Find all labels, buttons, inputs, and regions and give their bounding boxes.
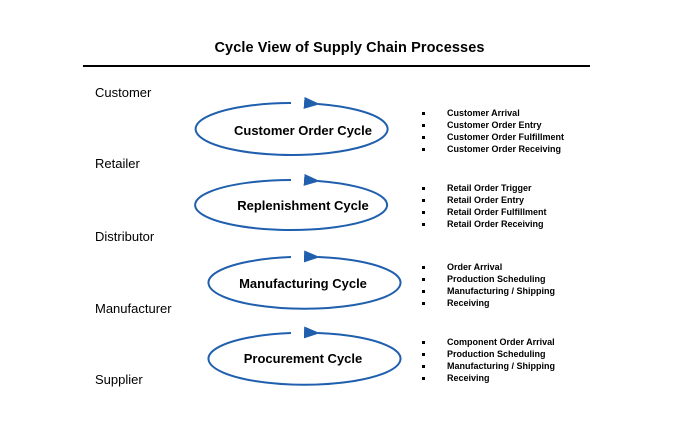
- cycle-arrow-replenishment: [194, 173, 389, 231]
- bullet-icon: [422, 278, 425, 281]
- bullet-icon: [422, 211, 425, 214]
- step-label: Receiving: [447, 298, 490, 308]
- manufacturing-steps: Order Arrival Production Scheduling Manu…: [418, 261, 555, 309]
- step-item: Customer Arrival: [418, 107, 564, 119]
- bullet-icon: [422, 365, 425, 368]
- stage-retailer: Retailer: [95, 156, 140, 171]
- cycle-label-replenishment: Replenishment Cycle: [237, 198, 369, 213]
- step-label: Component Order Arrival: [447, 337, 555, 347]
- step-item: Receiving: [418, 372, 555, 384]
- procurement-steps: Component Order Arrival Production Sched…: [418, 336, 555, 384]
- step-item: Retail Order Trigger: [418, 182, 547, 194]
- step-label: Production Scheduling: [447, 349, 546, 359]
- step-item: Order Arrival: [418, 261, 555, 273]
- bullet-icon: [422, 124, 425, 127]
- step-label: Retail Order Receiving: [447, 219, 544, 229]
- bullet-icon: [422, 199, 425, 202]
- bullet-icon: [422, 377, 425, 380]
- bullet-icon: [422, 148, 425, 151]
- cycle-arrow-manufacturing: [207, 250, 402, 310]
- bullet-icon: [422, 136, 425, 139]
- step-item: Production Scheduling: [418, 273, 555, 285]
- step-label: Manufacturing / Shipping: [447, 361, 555, 371]
- step-item: Production Scheduling: [418, 348, 555, 360]
- bullet-icon: [422, 223, 425, 226]
- bullet-icon: [422, 302, 425, 305]
- bullet-icon: [422, 353, 425, 356]
- cycle-label-manufacturing: Manufacturing Cycle: [239, 276, 367, 291]
- step-label: Order Arrival: [447, 262, 503, 272]
- stage-manufacturer: Manufacturer: [95, 301, 172, 316]
- step-item: Retail Order Receiving: [418, 218, 547, 230]
- stage-distributor: Distributor: [95, 229, 155, 244]
- customer-order-steps: Customer Arrival Customer Order Entry Cu…: [418, 107, 564, 155]
- step-label: Production Scheduling: [447, 274, 546, 284]
- step-item: Manufacturing / Shipping: [418, 360, 555, 372]
- bullet-icon: [422, 341, 425, 344]
- bullet-icon: [422, 266, 425, 269]
- step-label: Manufacturing / Shipping: [447, 286, 555, 296]
- replenishment-steps: Retail Order Trigger Retail Order Entry …: [418, 182, 547, 230]
- step-label: Customer Arrival: [447, 108, 520, 118]
- step-label: Customer Order Receiving: [447, 144, 562, 154]
- step-item: Customer Order Fulfillment: [418, 131, 564, 143]
- stage-customer: Customer: [95, 85, 152, 100]
- step-item: Receiving: [418, 297, 555, 309]
- step-label: Receiving: [447, 373, 490, 383]
- step-label: Retail Order Fulfillment: [447, 207, 547, 217]
- diagram-title: Cycle View of Supply Chain Processes: [214, 40, 485, 56]
- cycle-label-customer-order: Customer Order Cycle: [234, 123, 372, 138]
- stage-supplier: Supplier: [95, 372, 143, 387]
- step-label: Retail Order Trigger: [447, 183, 532, 193]
- step-item: Customer Order Entry: [418, 119, 564, 131]
- bullet-icon: [422, 112, 425, 115]
- step-item: Component Order Arrival: [418, 336, 555, 348]
- cycle-arrow-procurement: [207, 326, 402, 386]
- step-label: Retail Order Entry: [447, 195, 525, 205]
- step-item: Manufacturing / Shipping: [418, 285, 555, 297]
- title-rule: [83, 65, 590, 67]
- step-item: Customer Order Receiving: [418, 143, 564, 155]
- bullet-icon: [422, 187, 425, 190]
- step-item: Retail Order Entry: [418, 194, 547, 206]
- step-label: Customer Order Fulfillment: [447, 132, 565, 142]
- step-item: Retail Order Fulfillment: [418, 206, 547, 218]
- cycle-arrow-customer: [194, 96, 389, 156]
- cycle-label-procurement: Procurement Cycle: [243, 351, 363, 366]
- bullet-icon: [422, 290, 425, 293]
- step-label: Customer Order Entry: [447, 120, 542, 130]
